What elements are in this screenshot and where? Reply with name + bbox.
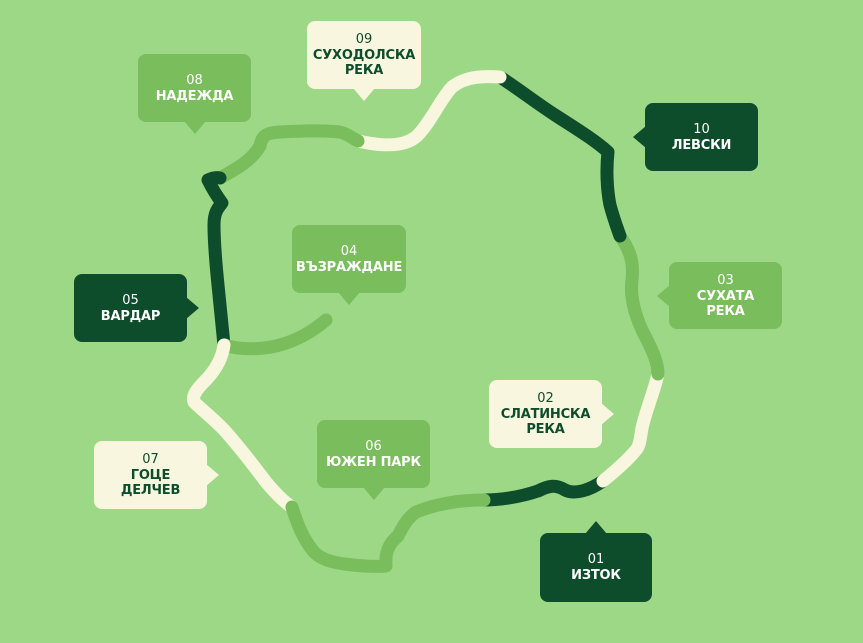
district-callout-04[interactable]: 04 ВЪЗРАЖДАНЕ [292,225,406,305]
route-segment-03 [613,229,665,381]
district-name: ЛЕВСКИ [671,137,732,153]
district-callout-06[interactable]: 06 ЮЖЕН ПАРК [317,420,430,500]
district-number: 01 [587,552,605,567]
district-name: СЛАТИНСКА РЕКА [500,407,591,437]
district-number: 04 [340,243,358,259]
district-callout-09[interactable]: 09 СУХОДОЛСКА РЕКА [307,21,421,101]
district-name: СУХОДОЛСКА РЕКА [312,48,416,78]
district-callout-05[interactable]: 05 ВАРДАР [74,274,199,342]
district-callout-10[interactable]: 10 ЛЕВСКИ [633,103,758,171]
district-callout-02[interactable]: 02 СЛАТИНСКА РЕКА [489,380,614,448]
district-callout-07[interactable]: 07 ГОЦЕ ДЕЛЧЕВ [94,441,219,509]
route-segment-05 [201,171,231,352]
district-number: 08 [186,72,203,88]
route-segment-09 [351,70,507,152]
district-name: ВЪЗРАЖДАНЕ [295,259,403,275]
district-name: ГОЦЕ ДЕЛЧЕВ [120,468,181,498]
district-name: ИЗТОК [571,568,621,583]
route-segment-10 [493,70,627,243]
district-number: 03 [717,272,734,288]
district-number: 10 [693,121,710,137]
district-number: 05 [122,292,139,308]
route-segment-04 [217,313,333,356]
district-callout-03[interactable]: 03 СУХАТА РЕКА [657,262,782,329]
district-callout-08[interactable]: 08 НАДЕЖДА [138,54,251,134]
district-number: 09 [355,32,373,47]
route-segment-06 [285,493,491,573]
district-number: 07 [142,452,159,467]
route-segment-02 [596,367,665,488]
district-name: НАДЕЖДА [155,88,234,104]
route-segment-07 [187,338,299,514]
route-segment-08 [213,124,365,185]
district-number: 06 [365,438,382,454]
district-name: СУХАТА РЕКА [696,288,755,319]
district-callout-01[interactable]: 01 ИЗТОК [540,521,652,602]
district-name: ВАРДАР [100,308,161,324]
district-number: 02 [537,391,554,406]
district-name: ЮЖЕН ПАРК [326,454,421,470]
route-segment-01 [477,474,610,507]
